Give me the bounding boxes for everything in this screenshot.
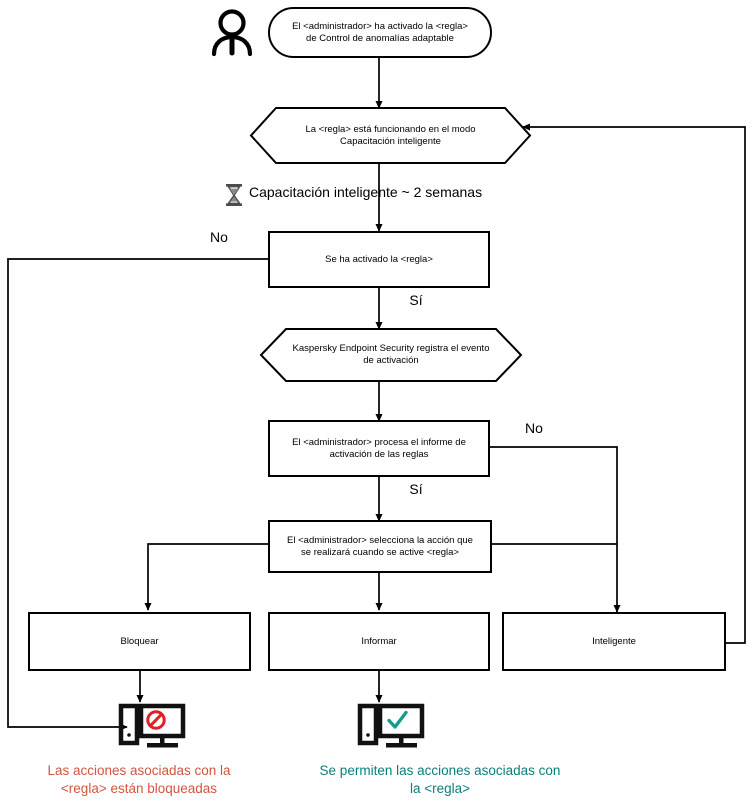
- training-duration-label: Capacitación inteligente ~ 2 semanas: [249, 184, 483, 200]
- edge-triggered-no: [7, 258, 269, 731]
- outcome-allowed-caption: Se permiten las acciones asociadas con l…: [319, 763, 561, 797]
- edge-label-triggered-no: No: [210, 229, 228, 245]
- edge-label-triggered-yes: Sí: [409, 292, 423, 308]
- node-start-shape: [268, 7, 492, 58]
- node-report-shape: [268, 420, 490, 477]
- outcome-blocked-caption: Las acciones asociadas con la <regla> es…: [47, 763, 231, 797]
- edge-smart-loop-back: [522, 123, 746, 644]
- node-training-shape: [249, 107, 532, 164]
- node-select-shape: [268, 520, 492, 573]
- edge-report-no: [489, 446, 621, 613]
- node-triggered-shape: [268, 231, 490, 288]
- node-block-shape: [28, 612, 251, 671]
- node-inform-shape: [268, 612, 490, 671]
- hourglass-icon: [226, 184, 242, 206]
- edge-select-to-block: [144, 543, 269, 611]
- edge-label-report-yes: Sí: [409, 481, 423, 497]
- edge-label-report-no: No: [525, 420, 543, 436]
- node-smart-shape: [502, 612, 726, 671]
- monitor-allowed-icon: [357, 703, 425, 748]
- node-event-shape: [259, 328, 523, 382]
- monitor-blocked-icon: [118, 703, 186, 748]
